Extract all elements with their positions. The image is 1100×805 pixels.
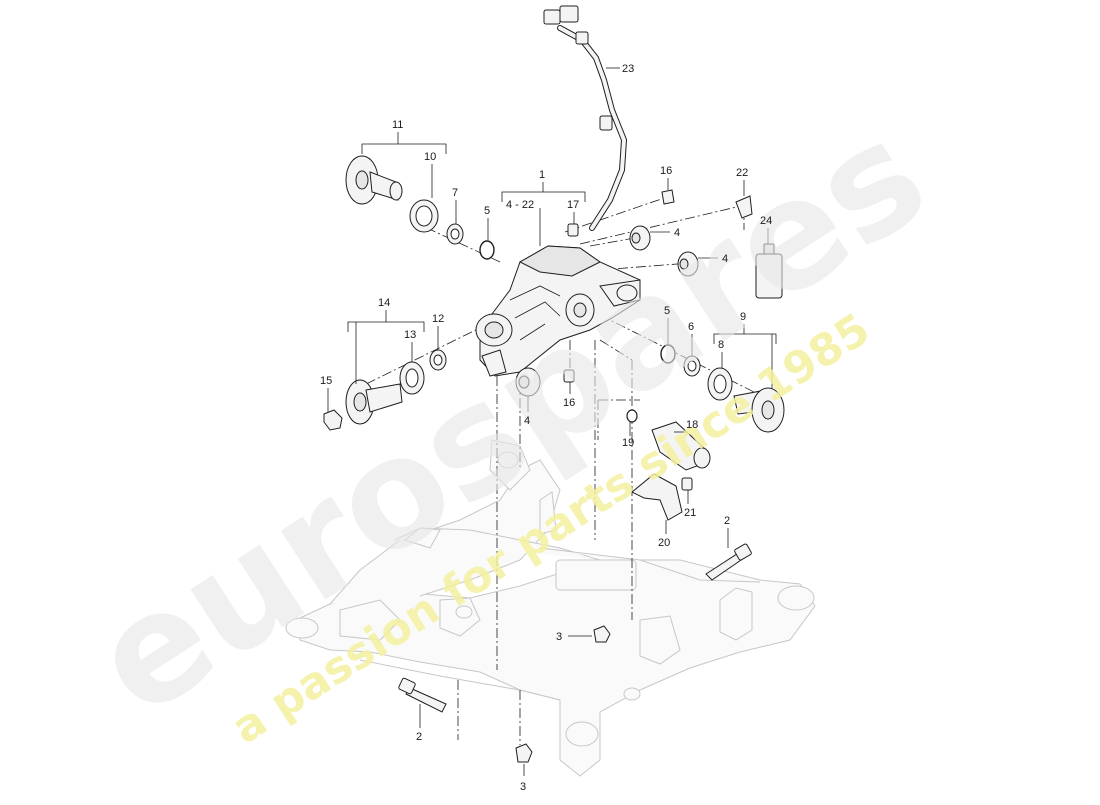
callout-labels: 1 4 - 22 17 2 2 3 3 4 4 4 5 5 6 7 8 9 10…: [320, 63, 772, 793]
callout-4-22[interactable]: 4 - 22: [506, 199, 534, 211]
bracket-20[interactable]: [631, 473, 683, 521]
bush-4-top[interactable]: [629, 225, 651, 251]
callout-16-top[interactable]: 16: [660, 165, 672, 177]
callout-15[interactable]: 15: [320, 375, 332, 387]
callout-10[interactable]: 10: [424, 151, 436, 163]
callout-17[interactable]: 17: [567, 199, 579, 211]
rear-differential[interactable]: [475, 245, 641, 377]
callout-8[interactable]: 8: [718, 339, 724, 351]
output-flange-right[interactable]: [733, 387, 785, 433]
screw-21[interactable]: [681, 477, 693, 491]
seal-ring-13[interactable]: [399, 361, 425, 395]
callout-24[interactable]: 24: [760, 215, 772, 227]
breather-pin-22[interactable]: [735, 195, 753, 219]
callout-16-bottom[interactable]: 16: [563, 397, 575, 409]
callout-14[interactable]: 14: [378, 297, 390, 309]
circlip-5-top[interactable]: [479, 240, 495, 260]
callout-13[interactable]: 13: [404, 329, 416, 341]
actuator-18[interactable]: [651, 421, 711, 471]
callout-1[interactable]: 1: [539, 169, 545, 181]
callout-7[interactable]: 7: [452, 187, 458, 199]
callout-18[interactable]: 18: [686, 419, 698, 431]
plug-16-bottom[interactable]: [563, 369, 575, 383]
callout-4-top[interactable]: 4: [674, 227, 680, 239]
oil-bottle-24[interactable]: [755, 243, 783, 299]
callout-3-lower[interactable]: 3: [520, 781, 526, 793]
callout-21[interactable]: 21: [684, 507, 696, 519]
output-flange-left[interactable]: [345, 155, 403, 205]
callout-4-bottom[interactable]: 4: [524, 415, 530, 427]
callout-2-right[interactable]: 2: [724, 515, 730, 527]
callout-4-right[interactable]: 4: [722, 253, 728, 265]
rear-subframe[interactable]: [285, 439, 816, 777]
bolt-2-left[interactable]: [398, 677, 447, 713]
o-ring-19[interactable]: [626, 409, 638, 423]
bush-4-right[interactable]: [677, 251, 699, 277]
callout-3-upper[interactable]: 3: [556, 631, 562, 643]
callout-23[interactable]: 23: [622, 63, 634, 75]
nut-3-upper[interactable]: [593, 625, 611, 643]
seal-ring-8[interactable]: [707, 367, 733, 401]
callout-2-left[interactable]: 2: [416, 731, 422, 743]
circlip-5-right[interactable]: [660, 344, 676, 364]
screw-17[interactable]: [567, 223, 579, 237]
leader-lines: [327, 67, 777, 776]
nut-3-lower[interactable]: [515, 743, 533, 763]
callout-20[interactable]: 20: [658, 537, 670, 549]
output-flange-14[interactable]: [345, 379, 403, 425]
callout-9[interactable]: 9: [740, 311, 746, 323]
callout-5-top[interactable]: 5: [484, 205, 490, 217]
callout-12[interactable]: 12: [432, 313, 444, 325]
bush-6[interactable]: [683, 355, 701, 377]
callout-19[interactable]: 19: [622, 437, 634, 449]
bush-7[interactable]: [446, 223, 464, 245]
callout-6[interactable]: 6: [688, 321, 694, 333]
nut-15[interactable]: [323, 409, 343, 431]
callout-11[interactable]: 11: [392, 119, 403, 131]
seal-ring-10[interactable]: [409, 199, 439, 233]
bolt-2-right[interactable]: [705, 543, 752, 581]
callout-22[interactable]: 22: [736, 167, 748, 179]
callout-5-right[interactable]: 5: [664, 305, 670, 317]
plug-16-top[interactable]: [661, 189, 675, 205]
wiring-harness[interactable]: [543, 5, 628, 231]
